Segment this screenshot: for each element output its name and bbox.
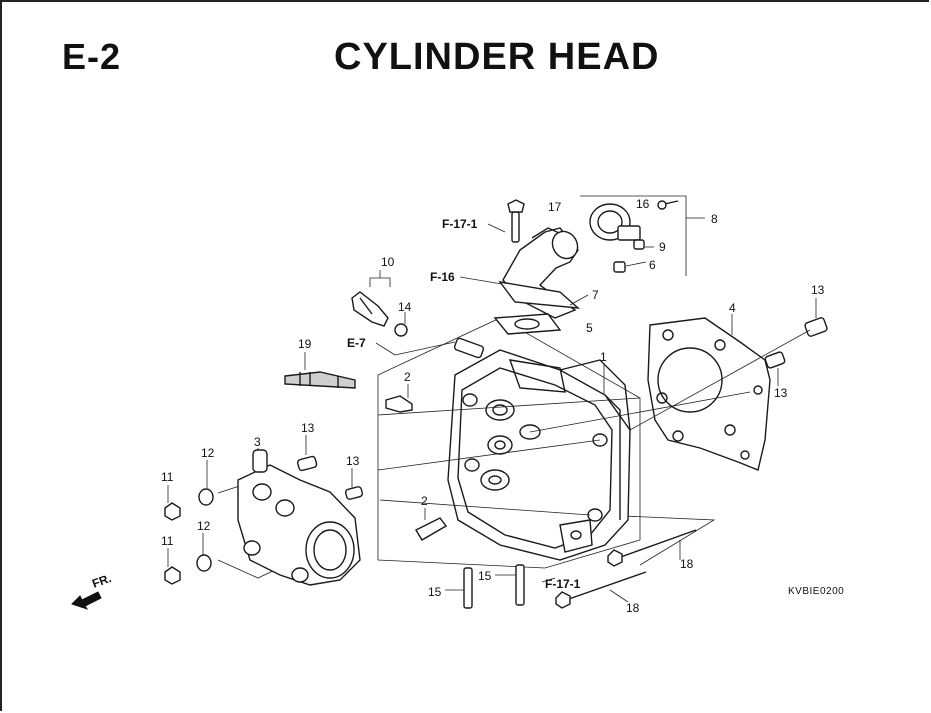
part-callout: 18: [680, 557, 694, 571]
part-callout: 13: [774, 386, 788, 400]
part-callout: 13: [346, 454, 360, 468]
washer-14-part: [394, 323, 408, 337]
part-callout: 10: [381, 255, 395, 269]
part-callout: 15: [428, 585, 442, 599]
part-callout: 8: [711, 212, 718, 226]
part-callout: 7: [592, 288, 599, 302]
part-callout: 18: [626, 601, 640, 615]
part-callout: 11: [161, 534, 174, 548]
part-callout: 17: [548, 200, 562, 214]
dowel-pins: [296, 317, 828, 500]
part-callout: 2: [404, 370, 411, 384]
long-bolts: [555, 529, 697, 609]
nuts-and-washers: [164, 488, 214, 585]
part-callout: 13: [301, 421, 315, 435]
stud-bolts: [463, 564, 525, 609]
ref-label: F-17-1: [545, 577, 581, 591]
part-callout: 11: [161, 470, 174, 484]
reference-labels: F-17-1 F-16 E-7 F-17-1: [347, 217, 581, 591]
part-callouts: 17 16 8 9 6 10 7 14 5 4 13 19 1 13 2 13 …: [161, 197, 825, 615]
part-callout: 6: [649, 258, 656, 272]
camshaft-holder-part: [237, 449, 361, 586]
part-callout: 2: [421, 494, 428, 508]
page-title: CYLINDER HEAD: [334, 36, 660, 78]
direction-marker-label: FR.: [90, 571, 113, 591]
intake-gasket-part: [493, 313, 562, 335]
part-callout: 12: [197, 519, 211, 533]
small-fasteners: [507, 199, 679, 273]
section-code: E-2: [62, 36, 122, 77]
temperature-sensor-part: [351, 291, 389, 327]
part-callout: 1: [600, 350, 607, 364]
ref-label: F-16: [430, 270, 455, 284]
part-callout: 16: [636, 197, 650, 211]
part-callout: 14: [398, 300, 412, 314]
part-callout: 3: [254, 435, 261, 449]
part-callout: 15: [478, 569, 492, 583]
ref-label: E-7: [347, 336, 366, 350]
cylinder-head-part: [447, 337, 631, 561]
drawing-code: KVBIE0200: [788, 586, 845, 597]
plugs-2: [385, 395, 448, 541]
part-callout: 19: [298, 337, 312, 351]
part-callout: 5: [586, 321, 593, 335]
leader-lines: [167, 223, 817, 603]
front-direction-marker: FR.: [71, 571, 113, 610]
part-callout: 12: [201, 446, 215, 460]
part-callout: 4: [729, 301, 736, 315]
part-callout: 13: [811, 283, 825, 297]
ref-label: F-17-1: [442, 217, 478, 231]
part-callout: 9: [659, 240, 666, 254]
spark-plug-part: [284, 371, 356, 389]
intake-clamp-part: [589, 203, 641, 241]
intake-pipe-part: [498, 227, 581, 319]
head-gasket-part: [647, 317, 771, 471]
